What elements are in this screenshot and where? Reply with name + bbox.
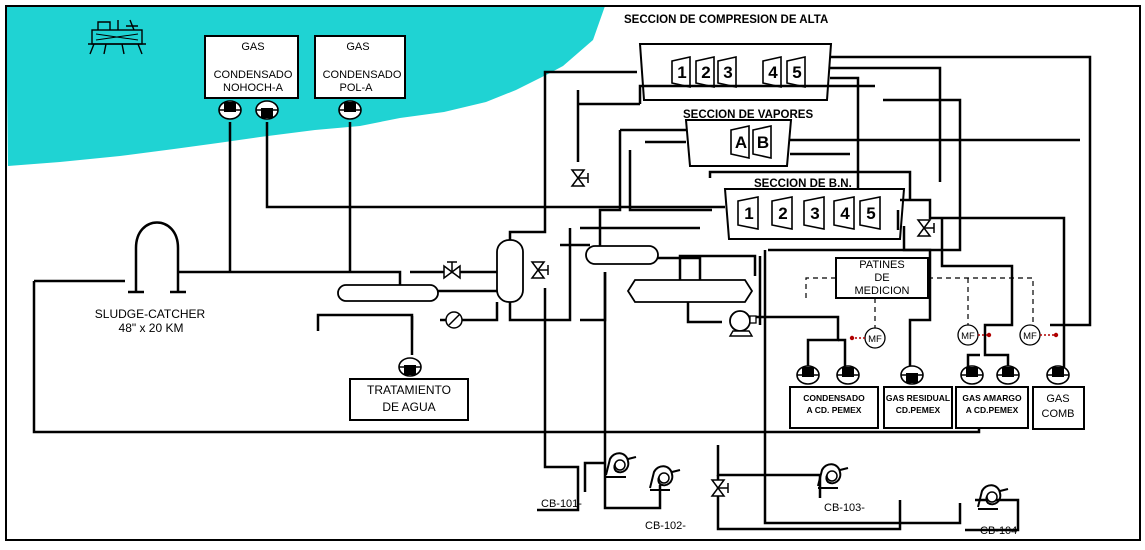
pump-label-cb104: CB-104 [980, 525, 1017, 537]
flange-icon [218, 100, 242, 120]
control-valve-icon [531, 261, 549, 279]
patines-line2: DE [874, 272, 889, 284]
compressor-stage-icon [833, 196, 855, 230]
flange-icon [398, 357, 422, 377]
separator-vessel-2 [585, 245, 659, 265]
sludge-catcher-size: 48" x 20 KM [119, 321, 184, 335]
flange-icon [960, 365, 984, 385]
condensado-line1: CONDENSADO [803, 393, 865, 403]
offshore-platform-icon [88, 19, 146, 55]
water-treatment-line1: TRATAMIENTO [367, 383, 451, 397]
compressor-stage-icon [803, 196, 825, 230]
nohoch-line1: GAS [241, 41, 264, 53]
water-treatment-line2: DE AGUA [382, 400, 435, 414]
pump-icon [977, 484, 1009, 510]
compressor-stage-label: A [735, 133, 747, 152]
platform-box-nohoch [204, 35, 299, 99]
platform-box-pol [314, 35, 406, 99]
compressor-stage-icon [737, 196, 759, 230]
sea-area [6, 6, 605, 166]
flange-icon [836, 365, 860, 385]
section-title-vapores: SECCION DE VAPORES [683, 109, 813, 121]
compressor-stage-label: 4 [768, 63, 778, 82]
section-title-bn: SECCION DE B.N. [754, 178, 852, 190]
output-box-comb [1032, 386, 1085, 430]
flange-icon [255, 100, 279, 120]
flange-icon [900, 365, 924, 385]
compressor-stage-icon [771, 196, 793, 230]
output-box-amargo [955, 386, 1029, 429]
output-box-condensado [789, 386, 879, 429]
meter-label: MF [868, 334, 882, 345]
signal-lines [805, 277, 1034, 328]
compressor-stage-icon [859, 196, 881, 230]
pump-label-cb101: CB-101- [541, 498, 582, 510]
flange-icon [1046, 365, 1070, 385]
compressor-stage-label: 4 [840, 204, 850, 223]
pol-line1: GAS [346, 41, 369, 53]
compressor-stage-label: 5 [866, 204, 875, 223]
compressor-stage-label: 1 [744, 204, 753, 223]
pump-label-cb102: CB-102- [645, 520, 686, 532]
pump-icon [728, 310, 757, 337]
nohoch-line2: CONDENSADO [214, 69, 293, 81]
compressor-stage-label: 3 [810, 204, 819, 223]
flow-meter-icon: MF [957, 324, 992, 346]
control-valve-icon [917, 219, 935, 237]
pump-icon [817, 463, 849, 489]
meter-label: MF [1023, 331, 1037, 342]
amargo-line2: A CD.PEMEX [966, 405, 1019, 415]
residual-line2: CD.PEMEX [896, 405, 941, 415]
diagram-frame [5, 5, 1141, 541]
separator-vessel-3 [626, 279, 754, 303]
pump-icon [605, 452, 637, 478]
compressor-stage-label: B [757, 133, 769, 152]
residual-line1: GAS RESIDUAL [886, 393, 950, 403]
compressor-stage-label: 2 [778, 204, 787, 223]
control-valve-icon [571, 169, 589, 187]
pump-icon [649, 465, 681, 491]
pol-line3: POL-A [339, 82, 373, 94]
patines-box [835, 257, 929, 299]
sludge-catcher [128, 221, 186, 294]
compressor-stage-label: 1 [677, 63, 686, 82]
patines-line1: PATINES [859, 259, 904, 271]
sludge-catcher-label: SLUDGE-CATCHER [95, 307, 206, 321]
condensado-line2: A CD. PEMEX [807, 405, 862, 415]
amargo-line1: GAS AMARGO [962, 393, 1022, 403]
compressor-stage-label: 5 [792, 63, 801, 82]
flange-icon [338, 100, 362, 120]
control-valve-icon [711, 479, 729, 497]
separator-vessel [337, 284, 439, 302]
compressor-stage-label: 2 [701, 63, 710, 82]
flow-meter-icon: MF [1019, 324, 1059, 346]
flange-icon [796, 365, 820, 385]
pol-line2: CONDENSADO [323, 69, 402, 81]
comb-line1: GAS [1046, 393, 1069, 405]
compressor-stage-icon [730, 125, 750, 159]
compressor-stage-icon [752, 125, 772, 159]
compressor-stage-label: 3 [723, 63, 732, 82]
water-treatment-box [349, 378, 469, 421]
output-box-residual [883, 386, 953, 429]
section-title-alta: SECCION DE COMPRESION DE ALTA [624, 14, 828, 26]
meter-label: MF [961, 331, 975, 342]
nohoch-line3: NOHOCH-A [223, 82, 284, 94]
patines-line3: MEDICION [855, 285, 910, 297]
comb-line2: COMB [1042, 408, 1075, 420]
heat-exchanger-icon [445, 311, 463, 329]
flow-meter-icon: MF [849, 327, 886, 349]
vertical-separator [496, 239, 524, 303]
pump-label-cb103: CB-103- [824, 502, 865, 514]
control-valve-icon [443, 261, 461, 279]
flange-icon [996, 365, 1020, 385]
